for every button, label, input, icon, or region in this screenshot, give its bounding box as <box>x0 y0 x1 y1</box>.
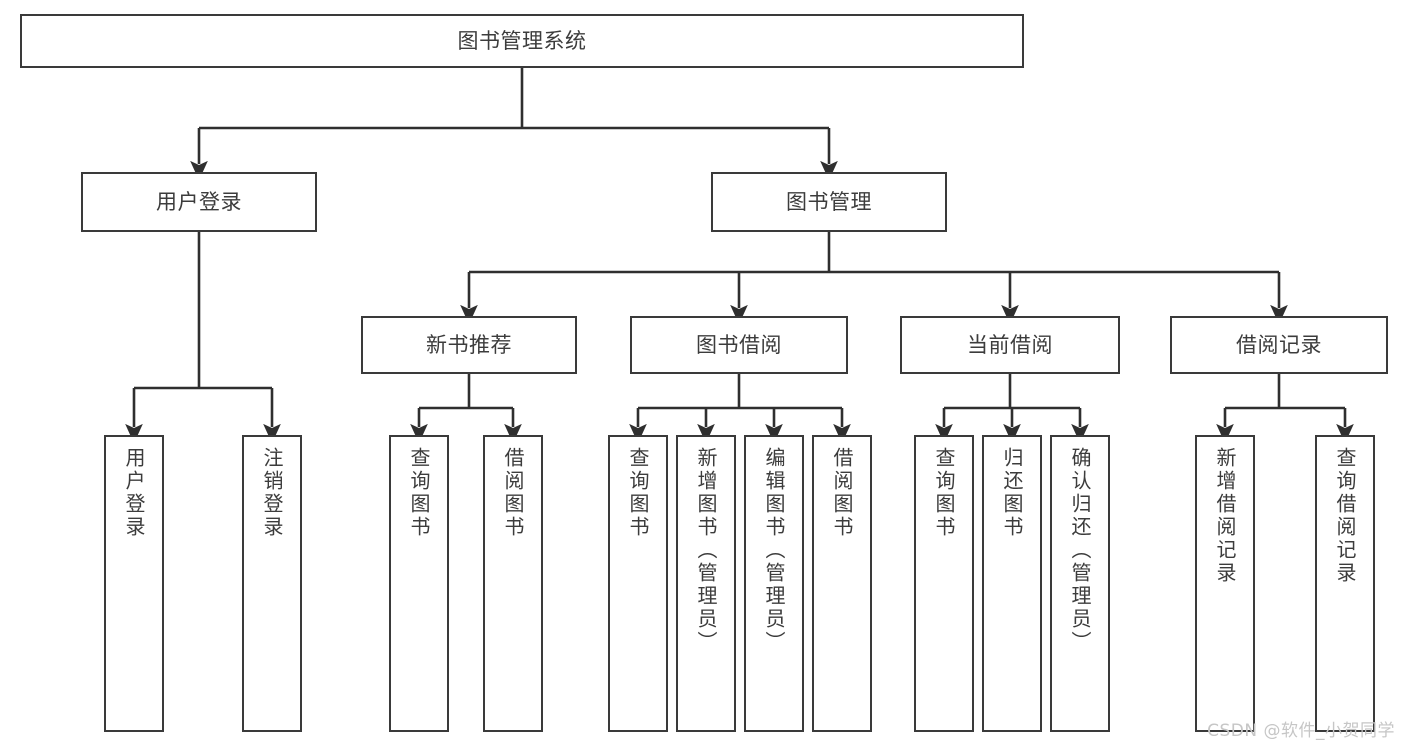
leaf-user-login-label: 用户登录 <box>122 447 146 539</box>
leaf-edit-book-admin-label: 编辑图书（管理员） <box>762 447 786 654</box>
leaf-return-book[interactable]: 归还图书 <box>982 435 1042 732</box>
leaf-borrow-book[interactable]: 借阅图书 <box>812 435 872 732</box>
leaf-borrow-book-label: 借阅图书 <box>830 447 854 539</box>
node-borrow-records[interactable]: 借阅记录 <box>1170 316 1388 374</box>
leaf-query-book-current-label: 查询图书 <box>932 447 956 539</box>
node-new-book-recommend[interactable]: 新书推荐 <box>361 316 577 374</box>
watermark: CSDN @软件_小贺同学 <box>1207 721 1395 741</box>
node-current-borrow[interactable]: 当前借阅 <box>900 316 1120 374</box>
leaf-query-book-current[interactable]: 查询图书 <box>914 435 974 732</box>
leaf-query-borrow-record[interactable]: 查询借阅记录 <box>1315 435 1375 732</box>
node-root-label: 图书管理系统 <box>457 28 587 53</box>
leaf-query-borrow-record-label: 查询借阅记录 <box>1333 447 1357 585</box>
leaf-borrow-book-new-label: 借阅图书 <box>501 447 525 539</box>
node-book-borrow-label: 图书借阅 <box>696 332 782 357</box>
leaf-borrow-book-new[interactable]: 借阅图书 <box>483 435 543 732</box>
leaf-add-borrow-record[interactable]: 新增借阅记录 <box>1195 435 1255 732</box>
leaf-query-book-new-label: 查询图书 <box>407 447 431 539</box>
leaf-add-book-admin-label: 新增图书（管理员） <box>694 447 718 654</box>
leaf-user-logout-label: 注销登录 <box>260 447 284 539</box>
node-book-borrow[interactable]: 图书借阅 <box>630 316 848 374</box>
node-book-management[interactable]: 图书管理 <box>711 172 947 232</box>
node-current-borrow-label: 当前借阅 <box>967 332 1053 357</box>
node-user-login[interactable]: 用户登录 <box>81 172 317 232</box>
node-user-login-label: 用户登录 <box>156 189 242 214</box>
leaf-query-book-new[interactable]: 查询图书 <box>389 435 449 732</box>
leaf-edit-book-admin[interactable]: 编辑图书（管理员） <box>744 435 804 732</box>
leaf-user-login[interactable]: 用户登录 <box>104 435 164 732</box>
node-borrow-records-label: 借阅记录 <box>1236 332 1322 357</box>
node-new-book-recommend-label: 新书推荐 <box>426 332 512 357</box>
leaf-add-borrow-record-label: 新增借阅记录 <box>1213 447 1237 585</box>
leaf-add-book-admin[interactable]: 新增图书（管理员） <box>676 435 736 732</box>
node-root[interactable]: 图书管理系统 <box>20 14 1024 68</box>
leaf-return-book-label: 归还图书 <box>1000 447 1024 539</box>
leaf-user-logout[interactable]: 注销登录 <box>242 435 302 732</box>
node-book-management-label: 图书管理 <box>786 189 872 214</box>
leaf-query-book[interactable]: 查询图书 <box>608 435 668 732</box>
leaf-confirm-return-admin[interactable]: 确认归还（管理员） <box>1050 435 1110 732</box>
leaf-query-book-label: 查询图书 <box>626 447 650 539</box>
leaf-confirm-return-admin-label: 确认归还（管理员） <box>1068 447 1092 654</box>
